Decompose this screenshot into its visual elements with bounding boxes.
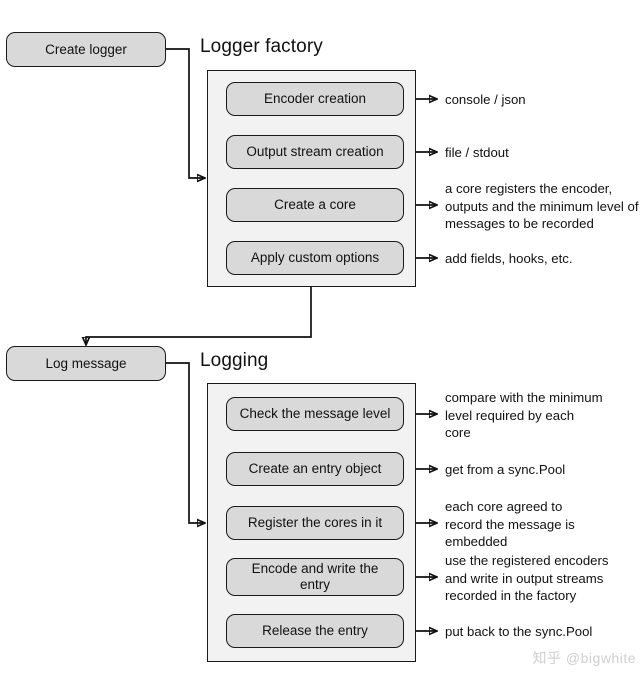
note-output-stream-creation: file / stdout — [445, 145, 509, 160]
note-release-the-entry: put back to the sync.Pool — [445, 624, 593, 639]
step-box-create-a-core[interactable]: Create a core — [226, 188, 404, 222]
section-title-logger-factory: Logger factory — [200, 36, 323, 57]
step-box-release-the-entry[interactable]: Release the entry — [226, 614, 404, 648]
watermark: 知乎 @bigwhite — [532, 650, 636, 666]
step-box-register-the-cores-in-it[interactable]: Register the cores in it — [226, 506, 404, 540]
section-title-logging: Logging — [200, 350, 269, 371]
note-create-a-core: a core registers the encoder, outputs an… — [445, 181, 639, 231]
note-register-the-cores-in-it: each core agreed to record the message i… — [445, 499, 575, 549]
note-apply-custom-options: add fields, hooks, etc. — [445, 251, 573, 266]
note-encoder-creation: console / json — [445, 92, 526, 107]
note-encode-and-write-the-entry: use the registered encoders and write in… — [445, 553, 609, 603]
note-check-the-message-level: compare with the minimum level required … — [445, 390, 603, 440]
step-box-check-the-message-level[interactable]: Check the message level — [226, 397, 404, 431]
step-box-encoder-creation[interactable]: Encoder creation — [226, 82, 404, 116]
note-create-an-entry-object: get from a sync.Pool — [445, 462, 566, 477]
entry-box-log-message[interactable]: Log message — [6, 346, 166, 381]
entry-box-create-logger[interactable]: Create logger — [6, 32, 166, 67]
step-box-create-an-entry-object[interactable]: Create an entry object — [226, 452, 404, 486]
step-box-output-stream-creation[interactable]: Output stream creation — [226, 135, 404, 169]
step-box-apply-custom-options[interactable]: Apply custom options — [226, 241, 404, 275]
step-box-encode-and-write-the-entry[interactable]: Encode and write the entry — [226, 558, 404, 596]
